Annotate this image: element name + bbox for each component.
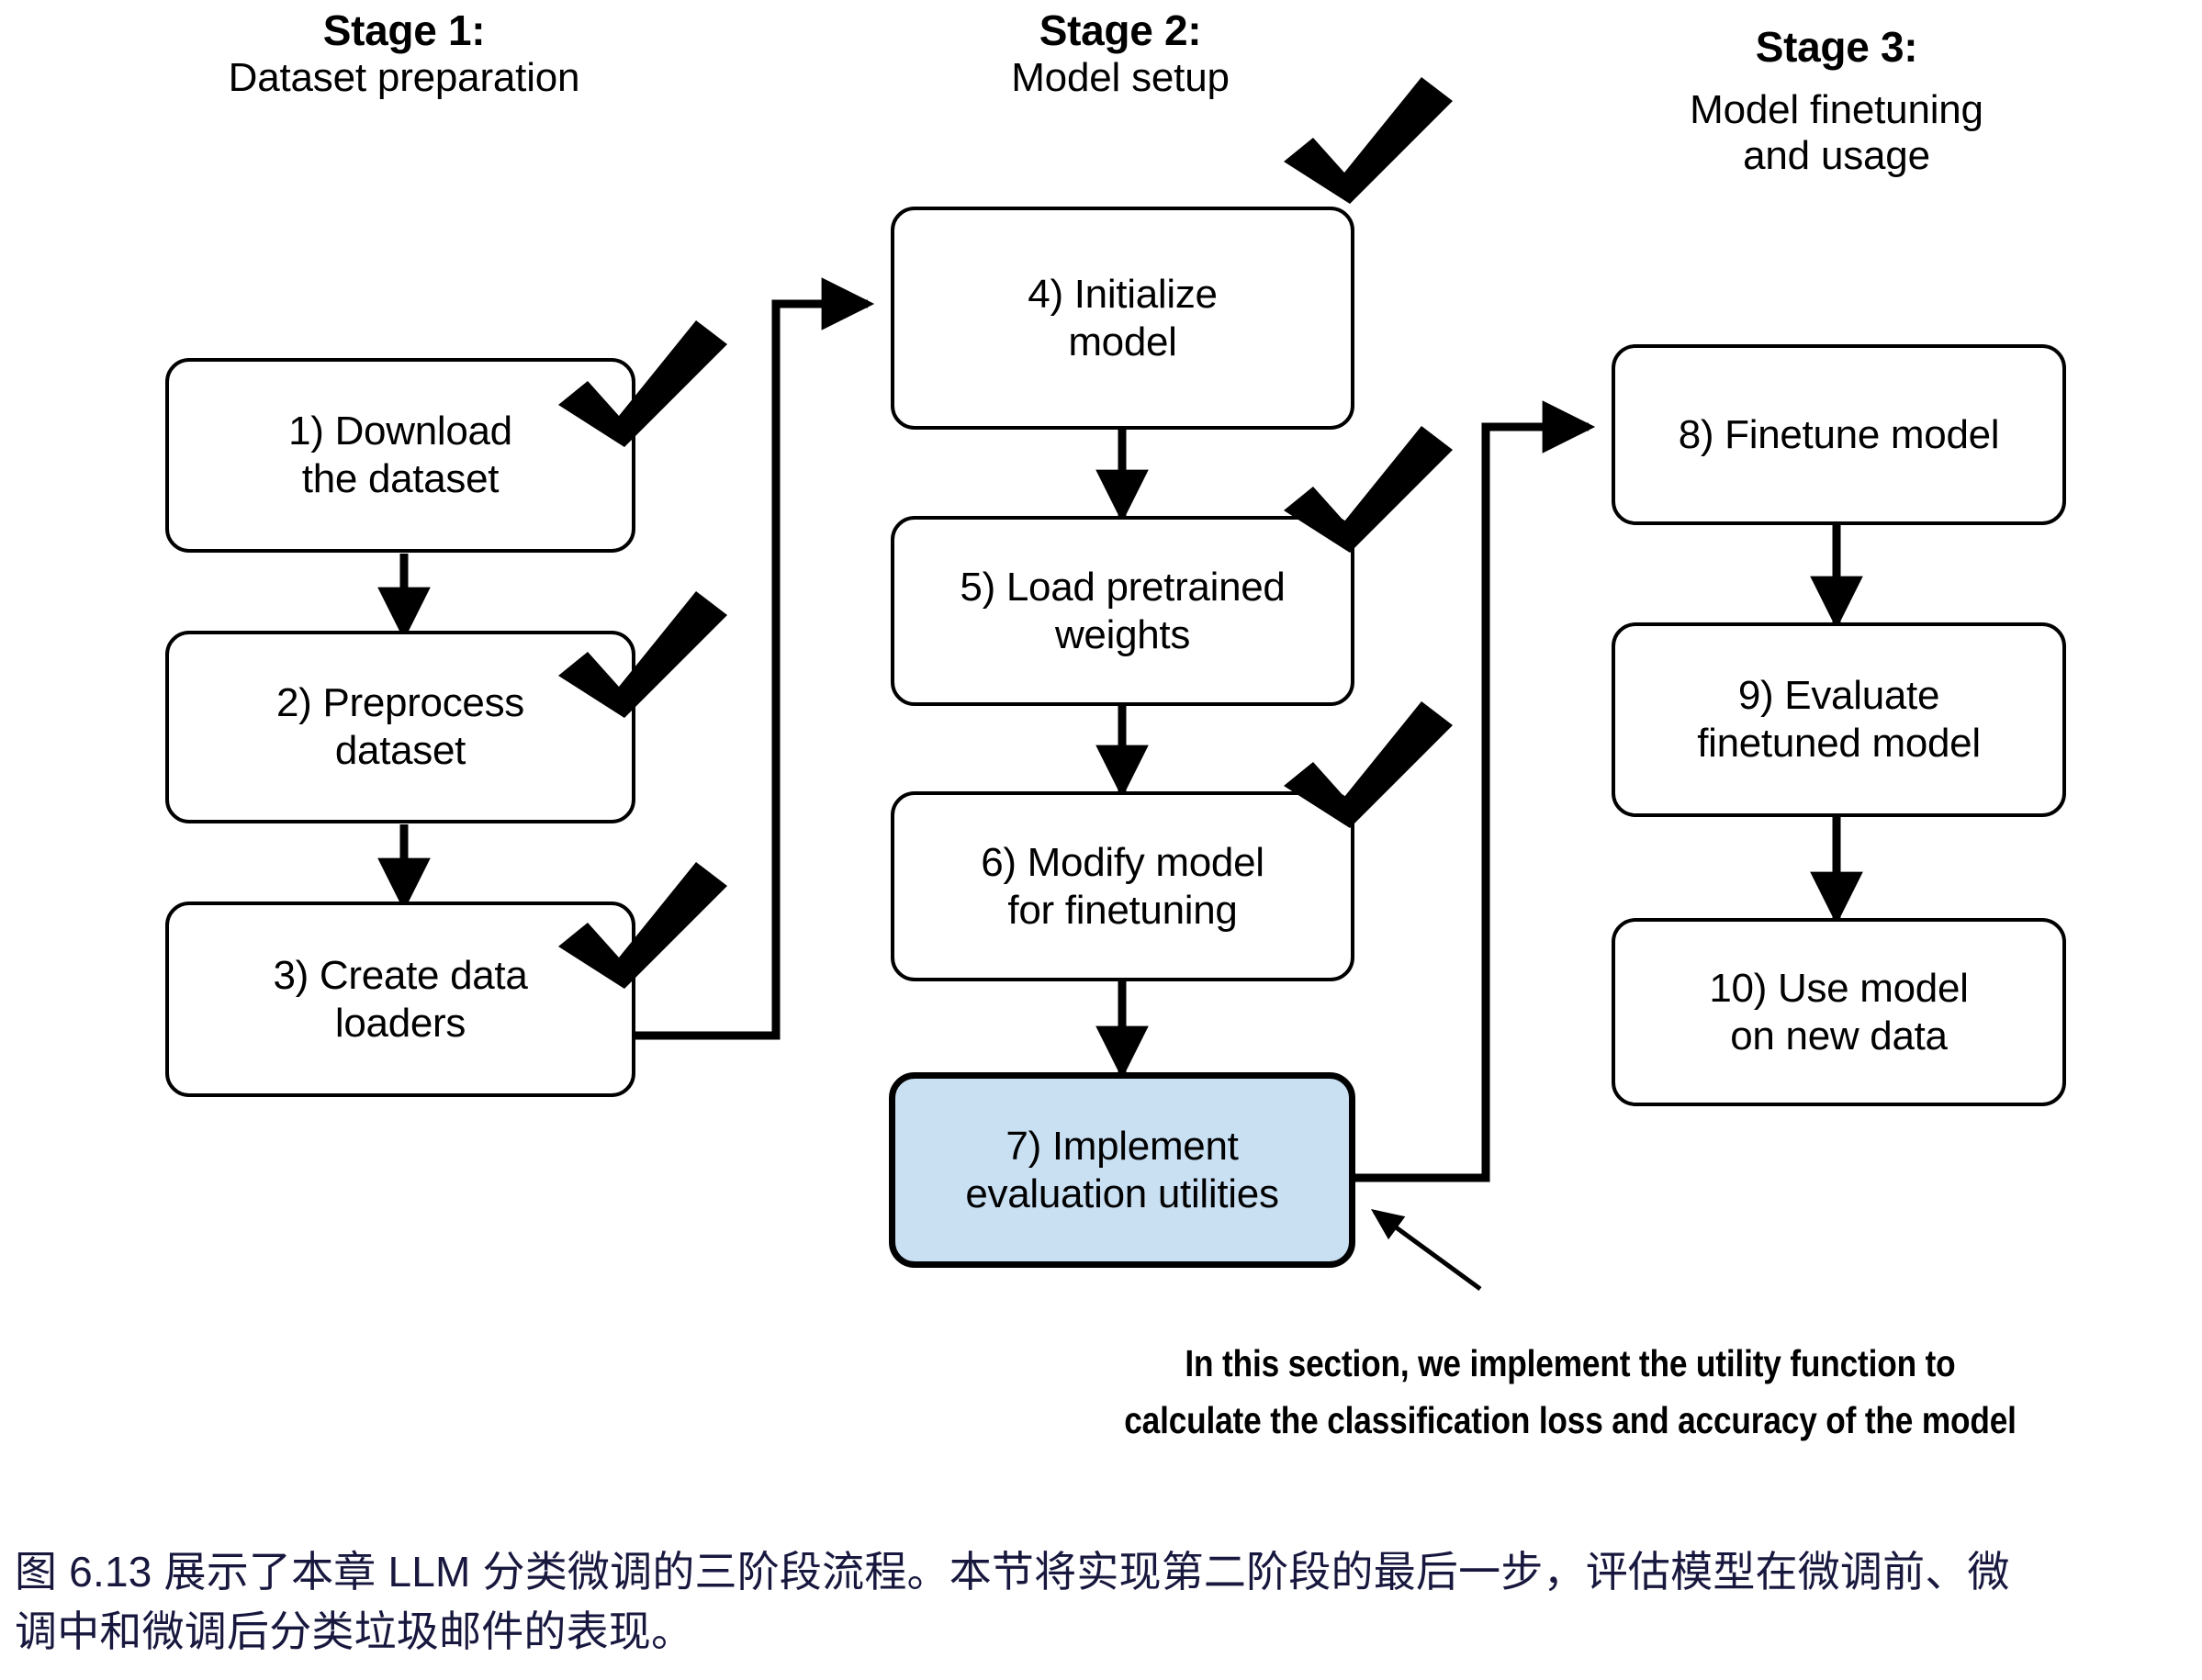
caption-line-1: 图 6.13 展示了本章 LLM 分类微调的三阶段流程。本节将实现第二阶段的最后… <box>15 1548 2010 1596</box>
stage-3-title: Stage 3: <box>1755 22 1918 71</box>
step-box-4-initialize-model[interactable]: 4) Initialize model <box>891 207 1354 430</box>
caption-line-2: 调中和微调后分类垃圾邮件的表现。 <box>15 1607 694 1656</box>
stage-2-title: Stage 2: <box>1039 6 1202 54</box>
step-box-1-download-the-dataset[interactable]: 1) Download the dataset <box>165 358 635 553</box>
step-box-8-finetune-model[interactable]: 8) Finetune model <box>1612 344 2066 525</box>
step-box-2-preprocess-dataset[interactable]: 2) Preprocess dataset <box>165 631 635 823</box>
step-box-7-implement-evaluation-utilities[interactable]: 7) Implement evaluation utilities <box>889 1072 1355 1268</box>
check-icon-step-5 <box>1284 426 1453 553</box>
stage-3-subtitle: Model finetuning and usage <box>1690 87 1983 178</box>
step-box-5-load-pretrained-weights[interactable]: 5) Load pretrained weights <box>891 516 1354 706</box>
step-box-6-modify-model-for-finetuning[interactable]: 6) Modify model for finetuning <box>891 791 1354 981</box>
step-box-3-create-data-loaders[interactable]: 3) Create data loaders <box>165 902 635 1097</box>
stage-1-subtitle: Dataset preparation <box>228 54 580 100</box>
check-icon-step-1 <box>558 320 727 447</box>
stage-2-heading: Stage 2: Model setup <box>799 6 1442 100</box>
annotation-line-1: In this section, we implement the utilit… <box>1185 1342 1956 1384</box>
stage-3-heading: Stage 3: Model finetuning and usage <box>1515 7 2158 195</box>
annotation-pointer-arrow <box>1370 1209 1482 1292</box>
annotation-text: In this section, we implement the utilit… <box>1049 1336 2091 1449</box>
step-box-10-use-model-on-new-data[interactable]: 10) Use model on new data <box>1612 918 2066 1106</box>
stage-2-subtitle: Model setup <box>1011 54 1230 100</box>
check-icon-step-4 <box>1284 77 1453 204</box>
check-icon-step-6 <box>1284 701 1453 828</box>
stage-1-title: Stage 1: <box>322 6 486 54</box>
figure-caption: 图 6.13 展示了本章 LLM 分类微调的三阶段流程。本节将实现第二阶段的最后… <box>15 1542 2191 1663</box>
step-box-9-evaluate-finetuned-model[interactable]: 9) Evaluate finetuned model <box>1612 622 2066 817</box>
annotation-line-2: calculate the classification loss and ac… <box>1124 1398 2017 1441</box>
check-icon-step-2 <box>558 591 727 718</box>
check-icon-step-3 <box>558 862 727 989</box>
stage-1-heading: Stage 1: Dataset preparation <box>83 6 725 100</box>
